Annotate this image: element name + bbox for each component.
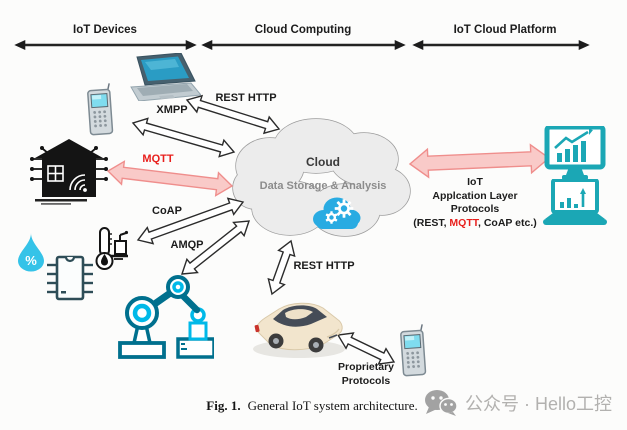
coap-arrow bbox=[136, 197, 245, 245]
rest-http-top-arrow bbox=[185, 94, 281, 135]
cloud-subtitle: Data Storage & Analysis bbox=[259, 180, 387, 192]
axis-arrow-cloud-computing bbox=[201, 40, 406, 50]
amqp-arrow bbox=[180, 220, 251, 275]
axis-label-iot-devices: IoT Devices bbox=[73, 24, 137, 36]
wechat-icon bbox=[425, 390, 458, 416]
xmpp-label: XMPP bbox=[156, 104, 188, 116]
cloud-title: Cloud bbox=[306, 155, 340, 169]
smart-home-icon bbox=[29, 135, 109, 205]
humidity-percent-label: % bbox=[25, 253, 37, 268]
app-layer-protocols-label: IoT Applcation Layer Protocols (REST, MQ… bbox=[413, 176, 537, 229]
car-icon bbox=[249, 295, 349, 361]
chip-icon bbox=[45, 253, 95, 303]
axis-label-cloud-computing: Cloud Computing bbox=[254, 24, 352, 36]
axis-arrow-iot-devices bbox=[14, 40, 197, 50]
cloud-gears-icon bbox=[313, 197, 361, 229]
watermark-text: 公众号 · Hello工控 bbox=[465, 394, 613, 414]
mqtt-label: MQTT bbox=[142, 153, 174, 165]
analytics-monitor-icon bbox=[544, 126, 606, 182]
amqp-label: AMQP bbox=[170, 239, 204, 251]
mobile-phone-icon bbox=[85, 83, 117, 137]
xmpp-arrow bbox=[131, 117, 236, 158]
figure-caption-number: Fig. 1. bbox=[206, 398, 241, 413]
axis-arrow-iot-cloud-platform bbox=[412, 40, 590, 50]
rest-http-bottom-arrow bbox=[267, 239, 296, 296]
figure-caption-text: General IoT system architecture. bbox=[247, 398, 418, 413]
proprietary-arrow bbox=[336, 332, 396, 365]
thermometer-icon bbox=[93, 225, 129, 271]
app-layer-protocols-arrow bbox=[408, 143, 551, 179]
watermark: 公众号 · Hello工控 bbox=[424, 388, 612, 418]
analytics-laptop-icon bbox=[543, 179, 607, 227]
figure-caption: Fig. 1. General IoT system architecture. bbox=[206, 398, 417, 414]
robot-arm-icon bbox=[114, 273, 214, 363]
coap-label: CoAP bbox=[152, 205, 182, 217]
proprietary-protocols-label: Proprietary Protocols bbox=[337, 361, 395, 387]
laptop-icon bbox=[125, 53, 201, 101]
rest-http-top-label: REST HTTP bbox=[215, 92, 277, 104]
rest-http-bottom-label: REST HTTP bbox=[293, 260, 355, 272]
mqtt-arrow bbox=[106, 160, 234, 197]
humidity-drop-icon: % bbox=[17, 232, 45, 272]
mobile-phone-bottom-icon bbox=[398, 322, 430, 380]
axis-label-iot-cloud-platform: IoT Cloud Platform bbox=[453, 24, 557, 36]
